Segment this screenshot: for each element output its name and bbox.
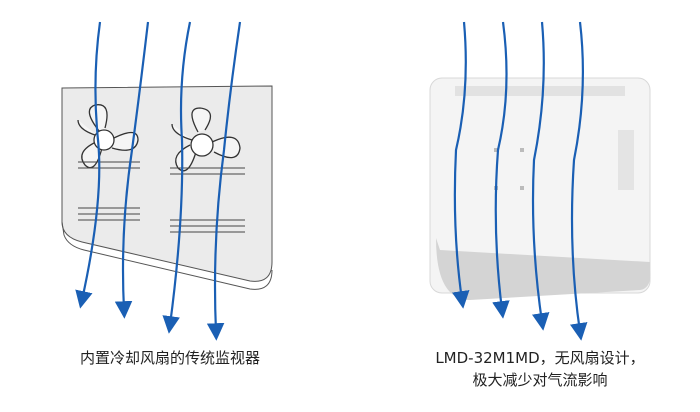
fanless-monitor [429, 77, 651, 300]
fan-icon-left [77, 104, 139, 169]
airflow-arrow [162, 21, 192, 334]
airflow-arrow [452, 21, 470, 309]
airflow-arrow [531, 21, 550, 331]
left-caption: 内置冷却风扇的传统监视器 [79, 349, 260, 367]
airflow-arrow [75, 21, 102, 309]
airflow-arrow [206, 21, 242, 341]
airflow-arrow [492, 21, 510, 319]
traditional-monitor [61, 85, 273, 290]
right-caption-line1: LMD-32M1MD，无风扇设计， [435, 349, 645, 367]
right-caption: LMD-32M1MD，无风扇设计， 极大减少对气流影响 [385, 347, 695, 391]
right-caption-line2: 极大减少对气流影响 [472, 371, 608, 389]
airflow-arrow [114, 21, 150, 319]
airflow-arrow [570, 21, 588, 341]
airflow-arrows [75, 21, 588, 341]
